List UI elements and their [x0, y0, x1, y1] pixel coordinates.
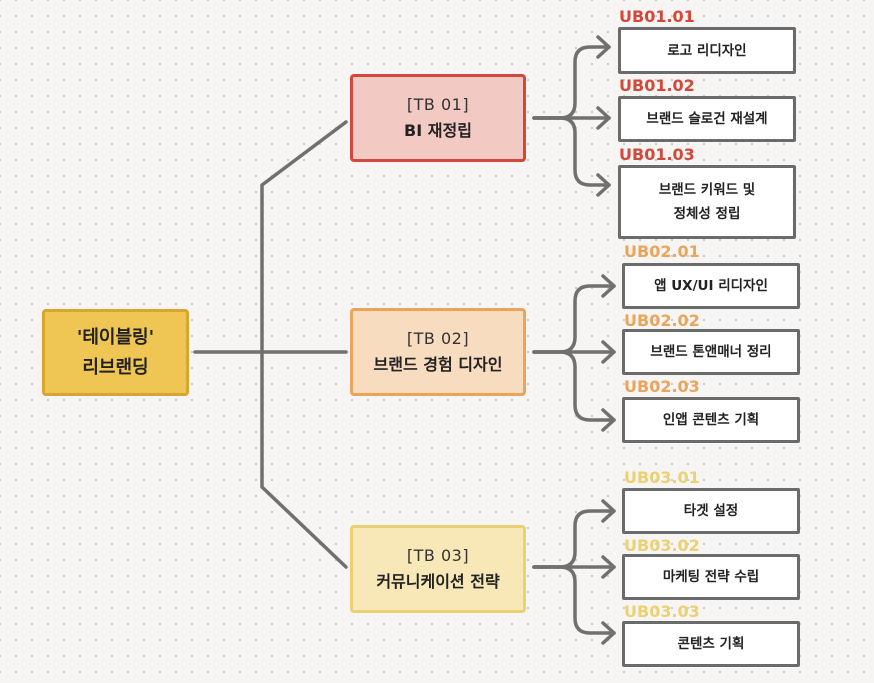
ub01-01-box: 로고 리디자인 — [618, 27, 796, 74]
tb03-name: 커뮤니케이션 전략 — [376, 572, 500, 591]
ub01-03-label: UB01.03 — [619, 145, 695, 164]
ub02-02-box: 브랜드 톤앤매너 정리 — [622, 329, 800, 375]
arrowhead — [596, 106, 611, 130]
ub03-02-text: 마케팅 전략 수립 — [662, 569, 760, 585]
tb03-node: [TB 03] 커뮤니케이션 전략 — [350, 525, 526, 613]
root-title-line1: '테이블링' — [76, 326, 155, 348]
arrowhead — [601, 555, 616, 579]
ub03-01-box: 타겟 설정 — [622, 488, 800, 534]
tb01-name: BI 재정립 — [404, 121, 472, 140]
ub01-02-label: UB01.02 — [619, 76, 695, 95]
tb03-fan — [532, 565, 616, 635]
ub02-02-text: 브랜드 톤앤매너 정리 — [650, 344, 772, 360]
root-title-line2: 리브랜딩 — [82, 356, 149, 378]
ub03-03-text: 콘텐츠 기획 — [677, 636, 745, 652]
tb03-fan — [532, 509, 616, 569]
tb02-fan — [532, 350, 616, 422]
ub03-01-label: UB03.01 — [624, 468, 700, 487]
tb03-code: [TB 03] — [406, 546, 470, 565]
tb01-fan — [532, 116, 611, 187]
arrowhead — [601, 274, 616, 298]
ub03-03-box: 콘텐츠 기획 — [622, 621, 800, 667]
ub01-01-text: 로고 리디자인 — [667, 42, 747, 59]
arrowhead — [601, 621, 616, 645]
ub01-02-box: 브랜드 슬로건 재설계 — [618, 96, 796, 142]
ub03-03-label: UB03.03 — [624, 602, 700, 621]
ub03-02-box: 마케팅 전략 수립 — [622, 554, 800, 600]
tb01-code: [TB 01] — [406, 95, 470, 114]
ub02-01-box: 앱 UX/UI 리디자인 — [622, 263, 800, 309]
arrowhead — [601, 408, 616, 432]
ub03-02-label: UB03.02 — [624, 536, 700, 555]
ub01-03-box: 브랜드 키워드 및 정체성 정립 — [618, 165, 796, 239]
tb02-name: 브랜드 경험 디자인 — [373, 355, 503, 374]
ub03-01-text: 타겟 설정 — [683, 503, 739, 519]
root-node: '테이블링' 리브랜딩 — [42, 309, 189, 396]
ub01-01-label: UB01.01 — [619, 7, 695, 26]
ub01-03-text-line1: 브랜드 키워드 및 — [658, 182, 756, 198]
tb01-node: [TB 01] BI 재정립 — [350, 74, 526, 162]
ub02-03-box: 인앱 콘텐츠 기획 — [622, 397, 800, 443]
ub02-03-label: UB02.03 — [624, 377, 700, 396]
arrowhead — [596, 35, 611, 59]
ub02-03-text: 인앱 콘텐츠 기획 — [662, 412, 760, 428]
ub01-03-text-line2: 정체성 정립 — [673, 206, 741, 222]
trunk-connector — [260, 120, 348, 569]
arrowhead — [596, 173, 611, 197]
ub02-02-label: UB02.02 — [624, 311, 700, 330]
ub02-01-label: UB02.01 — [624, 242, 700, 261]
tb02-node: [TB 02] 브랜드 경험 디자인 — [350, 308, 526, 396]
ub01-02-text: 브랜드 슬로건 재설계 — [646, 111, 768, 127]
arrowhead — [601, 499, 616, 523]
arrowhead — [601, 340, 616, 364]
ub02-01-text: 앱 UX/UI 리디자인 — [654, 278, 768, 294]
tb02-code: [TB 02] — [406, 329, 470, 348]
